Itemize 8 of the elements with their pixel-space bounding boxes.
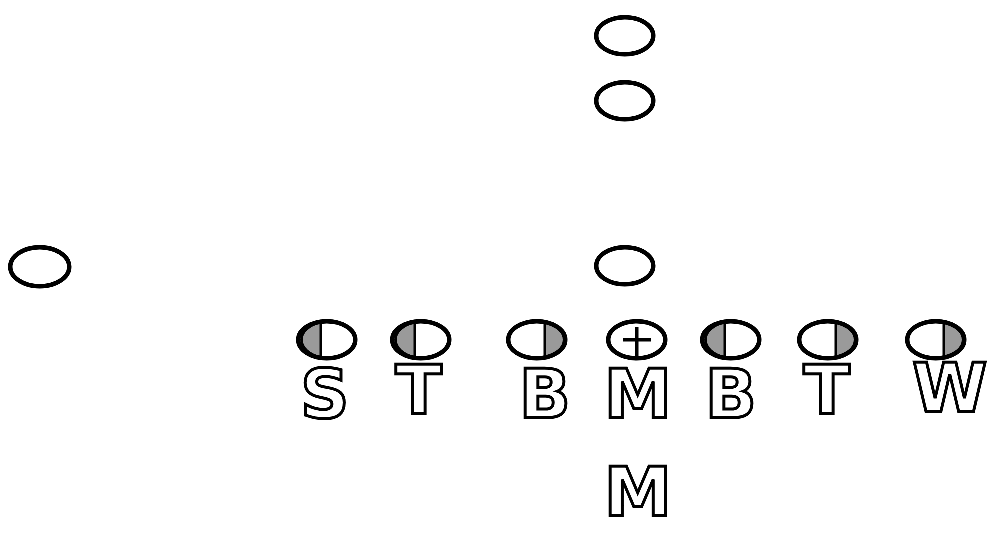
- position-letter: S: [300, 362, 350, 430]
- position-letter: W: [912, 356, 988, 424]
- position-letter: M: [604, 362, 672, 430]
- position-letter: B: [519, 362, 571, 430]
- position-letter: M: [604, 460, 672, 528]
- position-letter: T: [804, 358, 850, 426]
- position-letter: T: [396, 358, 442, 426]
- position-letter: B: [705, 362, 757, 430]
